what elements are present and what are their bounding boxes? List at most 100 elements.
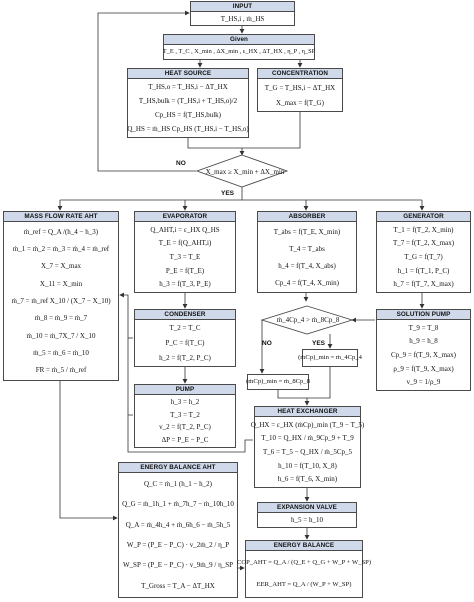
node-concentration: CONCENTRATION T_G = T_HS,i − ΔT_HX X_max… xyxy=(257,68,343,112)
node-line: h_1 = f(T_1, P_C) xyxy=(397,266,450,275)
node-line: Cp_4 = f(T_4, X_min) xyxy=(275,278,339,287)
node-title: HEAT EXCHANGER xyxy=(255,407,360,417)
node-body: T_G = T_HS,i − ΔT_HX X_max = f(T_G) xyxy=(258,79,342,111)
node-title: ENERGY BALANCE xyxy=(246,541,362,551)
node-line: T_Gross = T_A − ΔT_HX xyxy=(141,581,215,590)
node-line: ṁ_8 = ṁ_9 = ṁ_7 xyxy=(34,314,88,323)
node-line: h_9 = h_8 xyxy=(409,337,438,346)
node-line: h_4 = f(T_4, X_abs) xyxy=(278,261,336,270)
node-absorber: ABSORBER T_abs = f(T_E, X_min) T_4 = T_a… xyxy=(257,211,357,293)
node-body: T_HS,i , ṁ_HS xyxy=(191,12,294,25)
node-line: W_P = (P_E − P_C) · v_2ṁ_2 / η_P xyxy=(126,541,230,550)
node-heat-exchanger: HEAT EXCHANGER Q_HX = ε_HX (ṁCp)_min (T_… xyxy=(251,406,364,488)
node-line: h_5 = h_10 xyxy=(291,516,323,524)
node-line: h_3 = h_2 xyxy=(170,398,200,407)
node-line: h_3 = f(T_3, P_E) xyxy=(159,280,211,289)
node-line: v_9 = 1/ρ_9 xyxy=(406,378,441,387)
edge-mincp1-hx xyxy=(277,390,310,406)
node-evaporator: EVAPORATOR Q_AHT,i = ε_HX Q_HS T_E = f(Q… xyxy=(134,211,236,293)
edge-pump-massflow xyxy=(119,292,133,416)
node-line: Q_HX = ε_HX (ṁCp)_min (T_9 − T_5) xyxy=(250,420,365,429)
node-line: T_10 = Q_HX / ṁ_9Cp_9 + T_9 xyxy=(261,434,354,443)
node-input: INPUT T_HS,i , ṁ_HS xyxy=(190,1,295,26)
node-title: SOLUTION PUMP xyxy=(377,310,470,320)
node-body: T_E , T_C , X_min , ΔX_min , ε_HX , ΔT_H… xyxy=(163,45,315,59)
node-line: T_abs = f(T_E, X_min) xyxy=(273,227,341,236)
node-expansion-valve: EXPANSION VALVE h_5 = h_10 xyxy=(257,502,357,528)
node-body: COP_AHT = Q_A / (Q_E + Q_G + W_P + W_SP)… xyxy=(237,551,371,597)
node-body: h_3 = h_2 T_3 = T_2 v_2 = f(T_2, P_C) ΔP… xyxy=(135,395,235,447)
node-title: GENERATOR xyxy=(377,212,470,222)
node-title: CONCENTRATION xyxy=(258,69,342,79)
node-generator: GENERATOR T_1 = f(T_2, X_min) T_7 = f(T_… xyxy=(376,211,471,293)
node-line: Q_C = ṁ_1 (h_1 − h_2) xyxy=(144,480,212,489)
node-body: T_9 = T_8 h_9 = h_8 Cp_9 = f(T_9, X_max)… xyxy=(377,320,470,390)
node-title: CONDENSER xyxy=(135,310,235,320)
node-line: T_3 = T_2 xyxy=(170,410,200,419)
node-line: ṁ_1 = ṁ_2 = ṁ_3 = ṁ_4 = ṁ_ref xyxy=(12,244,110,253)
node-body: T_HS,o = T_HS,i − ΔT_HX T_HS,bulk = (T_H… xyxy=(127,79,248,137)
node-title: MASS FLOW RATE AHT xyxy=(4,212,118,222)
node-line: W_SP = (P_E − P_C) · v_9ṁ_9 / η_SP xyxy=(122,561,234,570)
node-line: T_HS,bulk = (T_HS,i + T_HS,o)/2 xyxy=(138,97,238,105)
node-line: T_6 = T_5 − Q_HX / ṁ_5Cp_5 xyxy=(262,447,353,456)
node-line: T_7 = f(T_2, X_max) xyxy=(392,239,455,248)
node-body: h_5 = h_10 xyxy=(258,513,356,527)
node-energy-balance-aht: ENERGY BALANCE AHT Q_C = ṁ_1 (h_1 − h_2)… xyxy=(118,462,238,598)
node-line: Cp_HS = f(T_HS,bulk) xyxy=(155,111,221,119)
decision-2-no-label: NO xyxy=(262,340,272,347)
node-body: Q_AHT,i = ε_HX Q_HS T_E = f(Q_AHT,i) T_3… xyxy=(135,222,235,292)
node-min-cp-no: (ṁCp)_min = ṁ_8Cp_8 xyxy=(246,374,310,390)
node-min-cp-yes: (ṁCp)_min = ṁ_4Cp_4 xyxy=(298,349,362,367)
node-line: (ṁCp)_min = ṁ_8Cp_8 xyxy=(246,378,310,385)
node-title: PUMP xyxy=(135,385,235,395)
node-body: (ṁCp)_min = ṁ_4Cp_4 xyxy=(298,350,362,366)
node-line: T_E = f(Q_AHT,i) xyxy=(158,239,212,248)
node-line: X_11 = X_min xyxy=(39,279,83,288)
node-title: ABSORBER xyxy=(258,212,356,222)
decision-1-yes-label: YES xyxy=(221,190,235,197)
node-line: T_9 = T_8 xyxy=(408,323,439,332)
node-solution-pump: SOLUTION PUMP T_9 = T_8 h_9 = h_8 Cp_9 =… xyxy=(376,309,471,391)
node-line: v_2 = f(T_2, P_C) xyxy=(159,423,211,432)
decision-1-no-label: NO xyxy=(176,160,186,167)
node-body: Q_HX = ε_HX (ṁCp)_min (T_9 − T_5) T_10 =… xyxy=(251,417,364,487)
node-pump: PUMP h_3 = h_2 T_3 = T_2 v_2 = f(T_2, P_… xyxy=(134,384,236,448)
node-line: (ṁCp)_min = ṁ_4Cp_4 xyxy=(298,354,362,361)
edge-hx-massflow xyxy=(127,415,253,453)
edge-heatsource-decision1 xyxy=(187,138,245,156)
node-line: ṁ_5 = ṁ_6 = ṁ_10 xyxy=(33,348,89,357)
node-line: ṁ_ref = Q_A /(h_4 − h_3) xyxy=(23,227,99,236)
decision-2-condition: ṁ_4Cp_4 > ṁ_8Cp_8 xyxy=(276,316,340,324)
decision-1-condition: X_max ≥ X_min + ΔX_min xyxy=(205,168,285,176)
node-heat-source: HEAT SOURCE T_HS,o = T_HS,i − ΔT_HX T_HS… xyxy=(127,68,249,138)
node-title: ENERGY BALANCE AHT xyxy=(119,463,237,473)
node-body: T_2 = T_C P_C = f(T_C) h_2 = f(T_2, P_C) xyxy=(135,320,235,366)
node-body: T_1 = f(T_2, X_min) T_7 = f(T_2, X_max) … xyxy=(377,222,470,292)
node-line: T_4 = T_abs xyxy=(289,244,325,253)
node-line: X_max = f(T_G) xyxy=(276,98,324,107)
edge-decision1-no-input xyxy=(97,10,196,172)
node-body: (ṁCp)_min = ṁ_8Cp_8 xyxy=(246,375,310,389)
node-line: ΔP = P_E − P_C xyxy=(161,435,209,444)
node-line: ṁ_10 = ṁ_7X_7 / X_10 xyxy=(26,331,96,340)
edge-massflow-energybalance-aht xyxy=(59,381,118,521)
edge-mincp2-hx xyxy=(307,367,331,399)
node-line: h_7 = f(T_7, X_max) xyxy=(393,280,454,289)
decision-2-diamond xyxy=(260,305,354,335)
node-line: T_G = f(T_7) xyxy=(404,252,443,261)
node-line: T_G = T_HS,i − ΔT_HX xyxy=(264,83,336,92)
node-line: ṁ_7 = ṁ_ref X_10 / (X_7 − X_10) xyxy=(11,296,111,305)
node-line: Q_A = ṁ_4h_4 + ṁ_6h_6 − ṁ_5h_5 xyxy=(125,520,231,529)
node-title: INPUT xyxy=(191,2,294,12)
node-line: h_6 = f(T_6, X_min) xyxy=(277,475,338,484)
node-line: COP_AHT = Q_A / (Q_E + Q_G + W_P + W_SP) xyxy=(236,559,372,566)
node-line: X_7 = X_max xyxy=(40,262,82,271)
node-given: Given T_E , T_C , X_min , ΔX_min , ε_HX … xyxy=(163,34,315,60)
node-mass-flow-rate: MASS FLOW RATE AHT ṁ_ref = Q_A /(h_4 − h… xyxy=(3,211,119,381)
node-line: P_E = f(T_E) xyxy=(165,266,205,275)
node-energy-balance: ENERGY BALANCE COP_AHT = Q_A / (Q_E + Q_… xyxy=(237,540,371,598)
node-line: T_2 = T_C xyxy=(169,324,201,333)
